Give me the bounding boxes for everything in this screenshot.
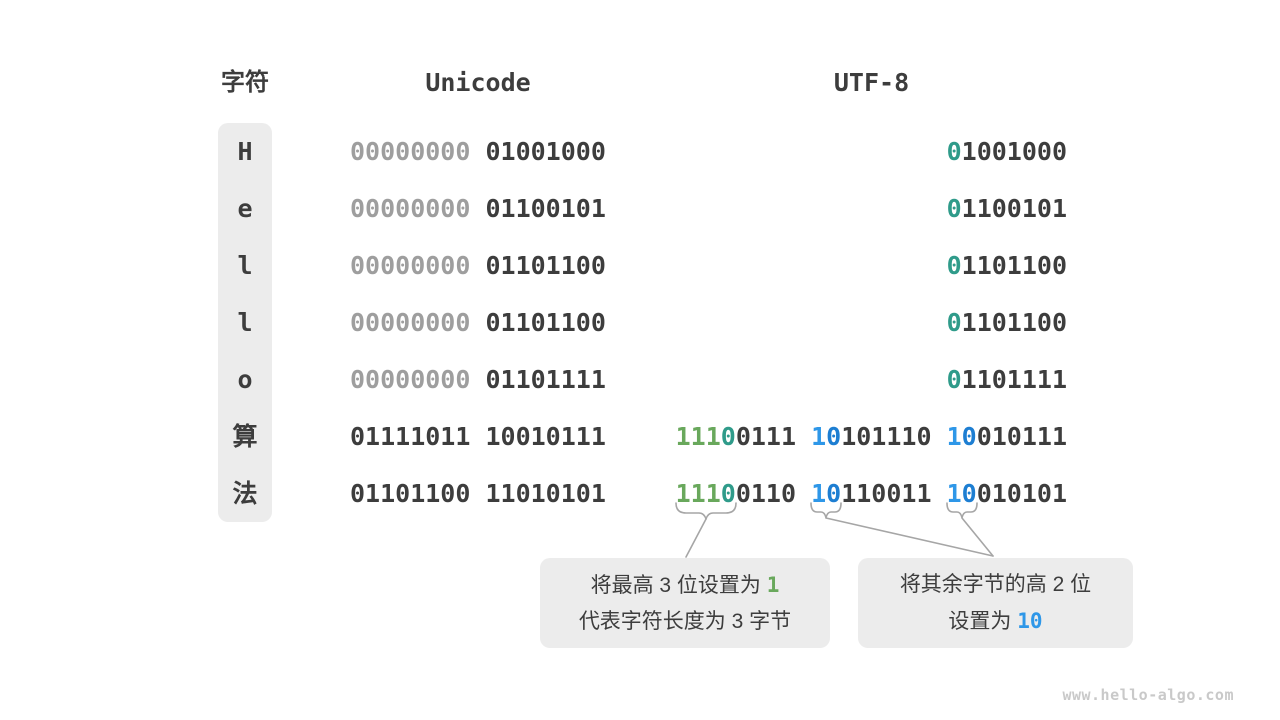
- bit-segment: 01111011 10010111: [350, 422, 606, 451]
- bit-segment: 0: [961, 479, 977, 508]
- bit-segment: 01101100: [470, 251, 606, 280]
- bit-segment: 0: [946, 137, 962, 166]
- annotation-continuation-bits: 将其余字节的高 2 位设置为 10: [858, 558, 1133, 648]
- bit-segment: 00000000: [350, 365, 471, 394]
- character-cell: H: [237, 137, 253, 166]
- column-header-character: 字符: [221, 69, 269, 96]
- bit-segment: 01001000: [470, 137, 606, 166]
- bit-segment: 0: [946, 251, 962, 280]
- bit-segment: 0111: [735, 422, 812, 451]
- unicode-binary-cell: 01101100 11010101: [350, 465, 606, 522]
- bit-segment: 110011: [841, 479, 947, 508]
- bit-segment: 1001000: [961, 137, 1067, 166]
- utf8-binary-cell: 01100101: [947, 180, 1067, 237]
- bit-segment: 0: [720, 422, 736, 451]
- bit-segment: 01101111: [470, 365, 606, 394]
- connector-line-leading: [685, 518, 707, 558]
- bit-segment: 将其余字节的高 2 位: [899, 572, 1092, 596]
- bit-segment: 0: [720, 479, 736, 508]
- bit-segment: 0: [826, 422, 842, 451]
- bit-segment: 1: [946, 479, 962, 508]
- site-watermark: www.hello-algo.com: [1062, 686, 1234, 704]
- connector-line-cont-byte3: [961, 517, 994, 557]
- character-cell: e: [237, 194, 253, 223]
- utf8-binary-cell: 11100110 10110011 10010101: [676, 465, 1067, 522]
- bit-segment: 将最高 3 位设置为: [590, 573, 767, 597]
- annotation-line: 将其余字节的高 2 位: [858, 567, 1133, 603]
- annotation-line: 将最高 3 位设置为 1: [540, 567, 830, 604]
- character-cell: 法: [232, 479, 258, 508]
- bit-segment: 代表字符长度为 3 字节: [578, 609, 792, 633]
- bit-segment: 101110: [841, 422, 947, 451]
- utf8-binary-cell: 11100111 10101110 10010111: [676, 408, 1067, 465]
- utf8-binary-cell: 01101100: [947, 294, 1067, 351]
- utf8-binary-cell: 01101111: [947, 351, 1067, 408]
- unicode-binary-cell: 01111011 10010111: [350, 408, 606, 465]
- bit-segment: 01100101: [470, 194, 606, 223]
- bit-segment: 01101100: [470, 308, 606, 337]
- column-header-utf8: UTF-8: [833, 68, 910, 97]
- unicode-binary-cell: 00000000 01101111: [350, 351, 606, 408]
- bit-segment: 1: [811, 479, 827, 508]
- connector-line-cont-byte2: [825, 517, 994, 557]
- annotation-line: 代表字符长度为 3 字节: [540, 604, 830, 640]
- bit-segment: 设置为: [948, 609, 1018, 633]
- utf8-binary-cell: 01101100: [947, 237, 1067, 294]
- bit-segment: 01101100 11010101: [350, 479, 606, 508]
- bit-segment: 010101: [976, 479, 1067, 508]
- character-cell: 算: [232, 422, 258, 451]
- bit-segment: 1: [811, 422, 827, 451]
- character-cell: o: [237, 365, 253, 394]
- column-header-unicode: Unicode: [425, 68, 531, 97]
- character-column-background: [218, 123, 272, 522]
- bit-segment: 1100101: [961, 194, 1067, 223]
- character-cell: l: [237, 251, 253, 280]
- utf8-binary-cell: 01001000: [947, 123, 1067, 180]
- unicode-binary-cell: 00000000 01001000: [350, 123, 606, 180]
- bit-segment: 00000000: [350, 194, 471, 223]
- bit-segment: 0: [946, 194, 962, 223]
- bit-segment: 010111: [976, 422, 1067, 451]
- bit-segment: 1: [946, 422, 962, 451]
- bit-segment: 0: [946, 365, 962, 394]
- character-cell: l: [237, 308, 253, 337]
- bit-segment: 1101100: [961, 251, 1067, 280]
- bit-segment: 0: [946, 308, 962, 337]
- bit-segment: 00000000: [350, 308, 471, 337]
- unicode-binary-cell: 00000000 01101100: [350, 294, 606, 351]
- bit-segment: 00000000: [350, 137, 471, 166]
- bit-segment: 0: [961, 422, 977, 451]
- bit-segment: 10: [1017, 608, 1043, 633]
- annotation-leading-bits: 将最高 3 位设置为 1 代表字符长度为 3 字节: [540, 558, 830, 648]
- bit-segment: 1: [766, 572, 780, 597]
- bit-segment: 111: [675, 422, 721, 451]
- bit-segment: 0110: [735, 479, 812, 508]
- bit-segment: 0: [826, 479, 842, 508]
- unicode-binary-cell: 00000000 01101100: [350, 237, 606, 294]
- bit-segment: 111: [675, 479, 721, 508]
- unicode-binary-cell: 00000000 01100101: [350, 180, 606, 237]
- bit-segment: 1101111: [961, 365, 1067, 394]
- bit-segment: 00000000: [350, 251, 471, 280]
- annotation-line: 设置为 10: [858, 603, 1133, 640]
- bit-segment: 1101100: [961, 308, 1067, 337]
